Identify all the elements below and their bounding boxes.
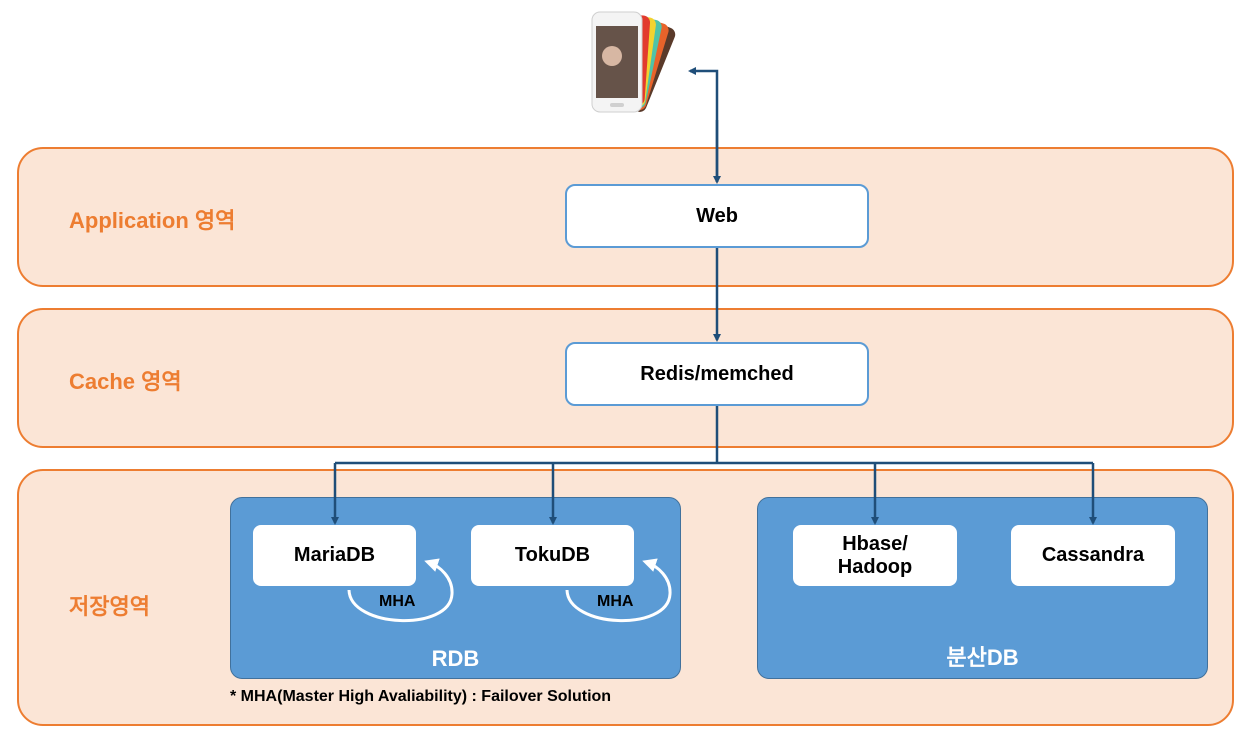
mariadb-label: MariaDB	[293, 544, 376, 566]
tokudb-label: TokuDB	[514, 544, 591, 566]
layer-label-storage: 저장영역	[69, 594, 150, 619]
tokudb-node: TokuDB	[471, 525, 634, 586]
distributed-db-group-label: 분산DB	[946, 645, 1019, 670]
cache-node-label: Redis/memched	[640, 362, 794, 385]
rdb-group-label: RDB	[431, 646, 480, 671]
layer-label-cache: Cache 영역	[69, 369, 182, 394]
hbase-hadoop-node: Hbase/ Hadoop	[793, 525, 957, 586]
hbase-hadoop-label: Hbase/ Hadoop	[837, 532, 913, 578]
footnote: * MHA(Master High Avaliability) : Failov…	[230, 688, 612, 705]
web-node-label: Web	[696, 204, 738, 227]
web-node: Web	[565, 184, 869, 248]
mariadb-mha-label: MHA	[379, 593, 416, 610]
cassandra-node: Cassandra	[1011, 525, 1175, 586]
layer-label-application: Application 영역	[69, 208, 236, 233]
mariadb-node: MariaDB	[253, 525, 416, 586]
cassandra-label: Cassandra	[1041, 544, 1145, 566]
cache-node: Redis/memched	[565, 342, 869, 406]
tokudb-mha-label: MHA	[597, 593, 634, 610]
smartphone-stack-icon	[588, 8, 688, 118]
